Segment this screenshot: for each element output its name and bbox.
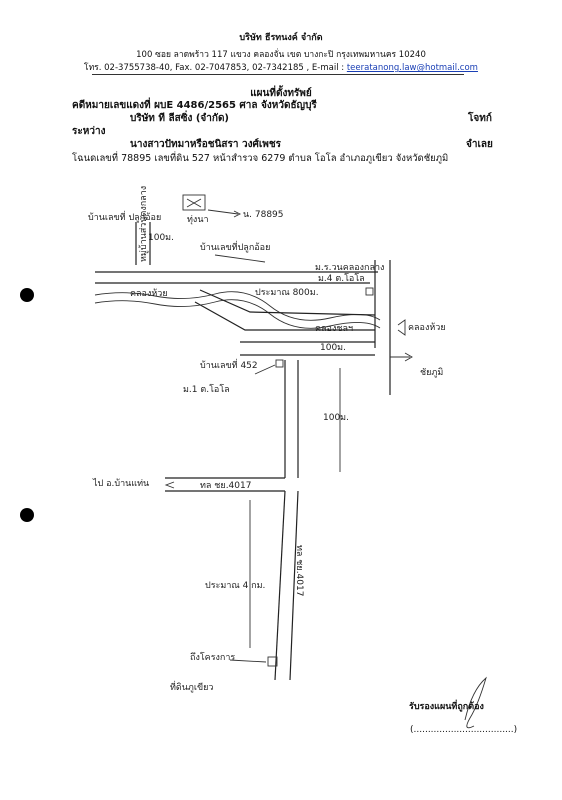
to-district-label: ไป อ.บ้านแท่น	[92, 478, 149, 489]
plaintiff-name: บริษัท ที ลีสซิ่ง (จำกัด)	[130, 113, 230, 124]
document-title: แผนที่ตั้งทรัพย์	[250, 88, 312, 99]
company-name: บริษัท ธีรทนงค์ จำกัด	[239, 33, 323, 43]
approx-4km-label: ประมาณ 4 กม.	[205, 581, 265, 591]
house-452-label: บ้านเลขที่ 452	[200, 358, 258, 371]
plot-arrow	[207, 209, 239, 215]
company-contact: โทร. 02-3755738-40, Fax. 02-7047853, 02-…	[0, 60, 562, 74]
phone-fax: โทร. 02-3755738-40, Fax. 02-7047853, 02-…	[84, 63, 345, 73]
village-office-label: ม.ร.วนคลองกลาง	[315, 263, 384, 273]
canal-mid-label: คลองชลฯ	[315, 324, 353, 334]
signature-line: (...................................)	[410, 725, 518, 735]
defendant-name: นางสาวปัทมาหรือชนิสรา วงศ์เพชร	[130, 139, 281, 150]
approx-800-label: ประมาณ 800ม.	[255, 288, 319, 298]
punch-hole-bottom	[20, 508, 34, 522]
canal-right-label: คลองห้วย	[408, 322, 446, 333]
certify-label: รับรองแผนที่ถูกต้อง	[409, 702, 484, 712]
village-sign-label: หมู่บ้านส่วนดงกลาง	[138, 186, 149, 262]
canal-left-label: คลองห้วย	[130, 288, 168, 299]
village-office-marker	[365, 287, 374, 296]
house-left-label: บ้านเลขที่ ปลูกอ้อย	[88, 210, 161, 223]
signature-scribble	[464, 676, 487, 729]
road-code-vertical: ทล ชย.4017	[294, 545, 304, 596]
dist-100-c: 100ม.	[323, 413, 349, 423]
deed-number-label: น. 78895	[243, 210, 284, 220]
between-label: ระหว่าง	[72, 126, 106, 137]
deed-details: โฉนดเลขที่ 78895 เลขที่ดิน 527 หน้าสำรวจ…	[72, 153, 449, 164]
house-mid-label: บ้านเลขที่ปลูกอ้อย	[200, 240, 270, 253]
dist-100-b: 100ม.	[320, 343, 346, 353]
landmark-label-2: ที่ดินภูเขียว	[170, 680, 213, 693]
village-office-moo: ม.4 ต.โอโล	[318, 273, 365, 284]
punch-hole-top	[20, 288, 34, 302]
header-divider	[92, 74, 464, 75]
landmark-label-1: ถึงโครงการ	[190, 652, 235, 663]
defendant-role: จำเลย	[466, 139, 493, 150]
moo1-label: ม.1 ต.โอโล	[183, 384, 230, 395]
destination-marker	[267, 656, 278, 667]
rice-field-label: ทุ่งนา	[187, 215, 209, 225]
target-plot	[182, 194, 206, 211]
company-address: 100 ซอย ลาดพร้าว 117 แขวง คลองจั่น เขต บ…	[136, 50, 426, 60]
road-code-label: ทล ชย.4017	[200, 481, 251, 491]
dist-100-a: 100ม.	[148, 233, 174, 243]
email-link[interactable]: teeratanong.law@hotmail.com	[346, 63, 478, 73]
to-chaiyaphum-label: ชัยภูมิ	[420, 367, 443, 378]
case-number: คดีหมายเลขแดงที่ ผบE 4486/2565 ศาล จังหว…	[72, 100, 317, 111]
plaintiff-role: โจทก์	[468, 113, 492, 124]
house-452-marker	[275, 359, 284, 368]
